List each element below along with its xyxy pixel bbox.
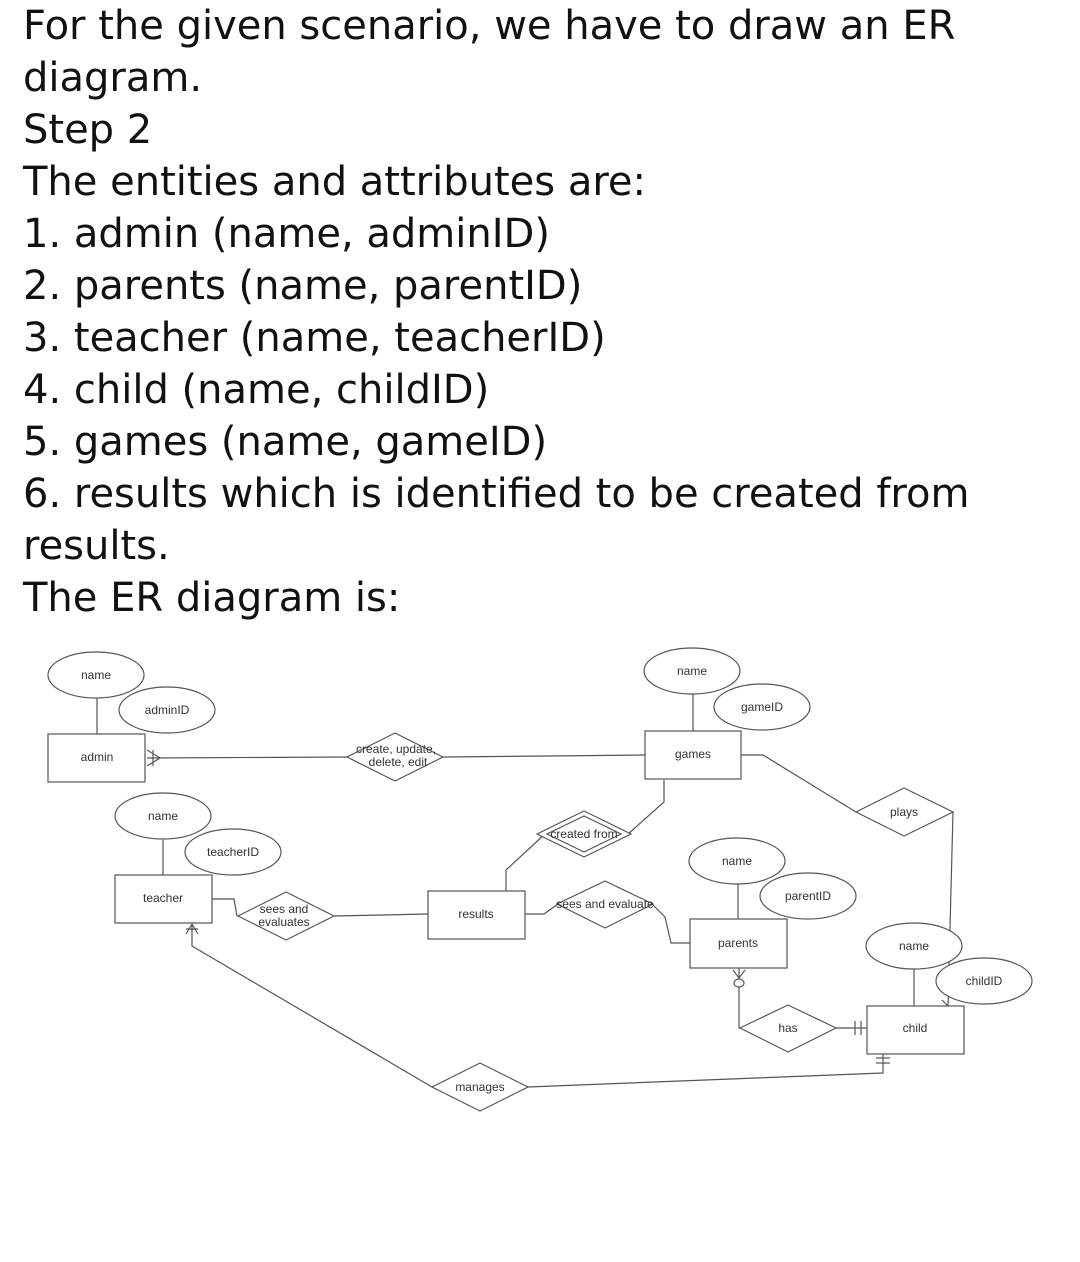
svg-text:evaluates: evaluates [258,915,309,929]
attribute-child-name: name [865,922,963,970]
text-line: The entities and attributes are: [23,159,646,205]
relationship-created-from: created from [535,810,633,858]
entity-parents: parents [689,918,788,969]
relationship-plays: plays [854,787,955,837]
svg-text:results: results [458,907,493,921]
svg-text:parents: parents [718,936,758,950]
svg-text:child: child [903,1021,928,1035]
entity-admin: admin [47,733,146,783]
svg-text:name: name [899,939,929,953]
attribute-child-id: childID [935,957,1033,1005]
list-item: 6. results which is identified to be cre… [23,471,970,517]
attribute-teacher-name: name [114,792,212,840]
relationship-teacher-sees-evaluates: sees and evaluates [236,891,336,941]
svg-text:teacher: teacher [143,891,183,905]
svg-text:sees and evaluate: sees and evaluate [556,897,654,911]
svg-text:sees and: sees and [260,902,309,916]
svg-text:parentID: parentID [785,889,831,903]
svg-text:adminID: adminID [145,703,190,717]
svg-text:delete, edit: delete, edit [369,755,428,769]
svg-text:childID: childID [966,974,1003,988]
attribute-teacher-id: teacherID [184,828,282,876]
relationship-manages: manages [430,1062,530,1112]
svg-text:created from: created from [550,827,617,841]
solution-text: For the given scenario, we have to draw … [23,0,1063,624]
svg-text:teacherID: teacherID [207,845,259,859]
svg-text:has: has [778,1021,797,1035]
svg-text:games: games [675,747,711,761]
list-item: 4. child (name, childID) [23,367,490,413]
svg-text:plays: plays [890,805,918,819]
attribute-admin-name: name [47,651,145,699]
attribute-parents-id: parentID [759,872,857,920]
list-item: 2. parents (name, parentID) [23,263,583,309]
text-line: For the given scenario, we have to draw … [23,3,956,49]
text-line: The ER diagram is: [23,575,401,621]
list-item: 5. games (name, gameID) [23,419,548,465]
svg-text:gameID: gameID [741,700,783,714]
svg-text:create, update,: create, update, [356,742,436,756]
entity-child: child [866,1005,965,1055]
attribute-games-name: name [643,647,741,695]
entity-results: results [427,890,526,940]
relationship-create-update: create, update, delete, edit [345,732,445,782]
er-diagram: name adminID name gameID name teacherID … [47,647,1033,1112]
svg-text:name: name [677,664,707,678]
list-item: 3. teacher (name, teacherID) [23,315,606,361]
entity-games: games [644,730,742,780]
text-line: diagram. [23,55,203,101]
svg-text:name: name [722,854,752,868]
attribute-games-id: gameID [713,683,811,731]
entity-teacher: teacher [114,874,213,924]
list-item: 1. admin (name, adminID) [23,211,550,257]
svg-text:name: name [148,809,178,823]
relationship-parents-sees-evaluate: sees and evaluate [555,880,655,929]
connectors [96,694,954,1088]
relationship-has: has [738,1004,838,1053]
svg-text:manages: manages [455,1080,504,1094]
step-heading: Step 2 [23,107,153,153]
svg-text:name: name [81,668,111,682]
attribute-parents-name: name [688,837,786,885]
attribute-admin-id: adminID [118,686,216,734]
svg-text:admin: admin [81,750,114,764]
text-line: results. [23,523,170,569]
